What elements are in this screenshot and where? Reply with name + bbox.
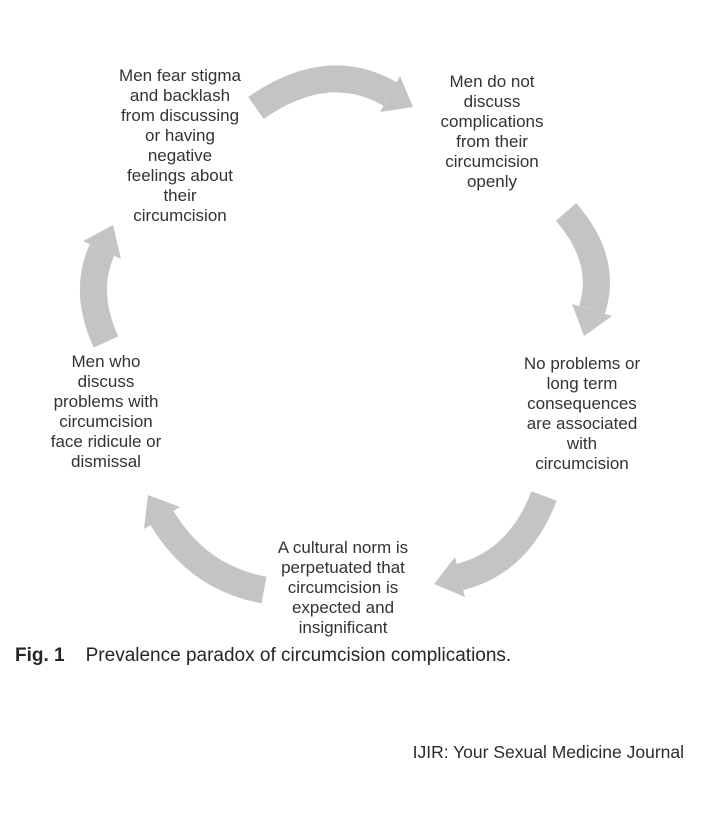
- cycle-node-ridicule: Men who discuss problems with circumcisi…: [50, 352, 162, 471]
- curved-arrow-down-left-icon: [434, 490, 557, 597]
- curved-arrow-down-icon: [555, 203, 612, 336]
- cycle-arrows: [80, 65, 612, 604]
- cycle-node-no-problems: No problems or long term consequences ar…: [523, 354, 641, 473]
- prevalence-paradox-cycle-diagram: Men fear stigma and backlash from discus…: [50, 65, 641, 637]
- figure-caption-text: Prevalence paradox of circumcision compl…: [85, 645, 512, 666]
- curved-arrow-up-left-icon: [144, 495, 267, 604]
- cycle-node-fear-stigma: Men fear stigma and backlash from discus…: [119, 66, 241, 225]
- journal-footer-text: IJIR: Your Sexual Medicine Journal: [412, 742, 684, 762]
- figure-caption-label: Fig. 1: [15, 645, 65, 666]
- cycle-node-cultural-norm: A cultural norm is perpetuated that circ…: [277, 538, 409, 637]
- curved-arrow-up-icon: [80, 225, 121, 348]
- figure-caption: Fig. 1 Prevalence paradox of circumcision…: [15, 645, 511, 667]
- cycle-node-do-not-discuss: Men do not discuss complications from th…: [440, 72, 544, 191]
- curved-arrow-right-icon: [248, 65, 413, 120]
